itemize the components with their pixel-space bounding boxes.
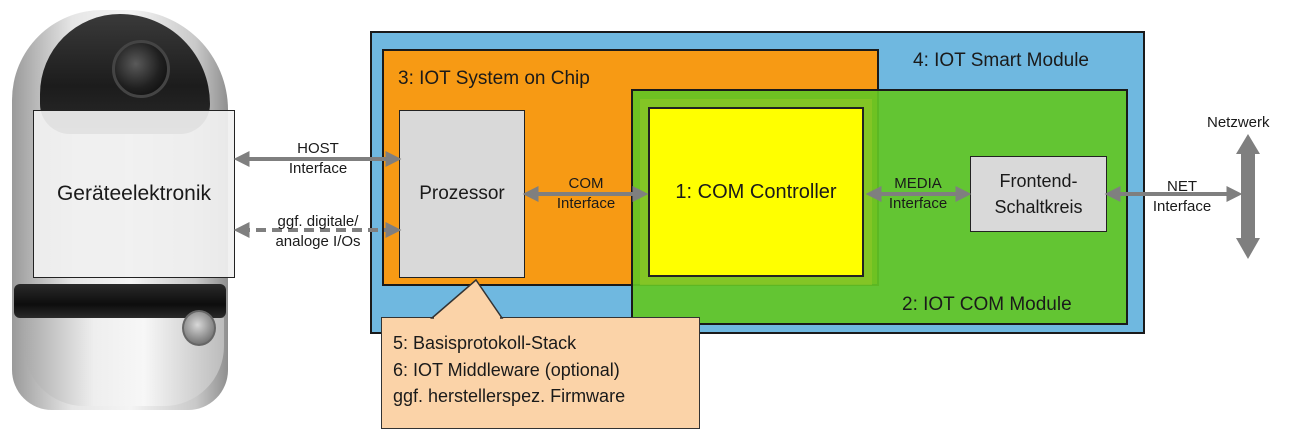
com-interface-line2: Interface — [556, 195, 616, 212]
com-interface-line1: COM — [568, 175, 604, 192]
net-interface-line1: NET — [1167, 178, 1197, 195]
frontend-label-line1: Frontend- — [999, 171, 1078, 191]
network-bus-arrow — [1236, 134, 1260, 259]
net-interface-label: NET Interface — [1140, 177, 1224, 217]
media-interface-label: MEDIA Interface — [876, 174, 960, 214]
processor-box: Prozessor — [399, 110, 525, 278]
callout-line-3: ggf. herstellerspez. Firmware — [393, 386, 626, 406]
device-electronics-label: Geräteelektronik — [56, 182, 212, 205]
system-on-chip-label: 3: IOT System on Chip — [398, 68, 590, 89]
io-interface-label: ggf. digitale/ analoge I/Os — [253, 212, 383, 252]
network-label: Netzwerk — [1207, 114, 1270, 131]
software-callout-text: 5: Basisprotokoll-Stack 6: IOT Middlewar… — [393, 330, 625, 410]
camera-knob — [182, 310, 216, 346]
callout-line-2: 6: IOT Middleware (optional) — [393, 359, 620, 380]
media-interface-line1: MEDIA — [894, 175, 942, 192]
callout-pointer — [430, 278, 504, 320]
media-interface-line2: Interface — [888, 195, 948, 212]
camera-lens — [112, 40, 170, 98]
host-interface-line1: HOST — [297, 140, 339, 157]
software-callout-box — [381, 317, 700, 429]
callout-line-1: 5: Basisprotokoll-Stack — [393, 333, 577, 353]
frontend-label-line2: Schaltkreis — [994, 197, 1083, 217]
io-interface-line2: analoge I/Os — [275, 233, 361, 250]
host-interface-label: HOST Interface — [268, 139, 368, 179]
device-electronics-box: Geräteelektronik — [33, 110, 235, 278]
com-module-label: 2: IOT COM Module — [902, 294, 1072, 315]
io-interface-line1: ggf. digitale/ — [277, 213, 359, 230]
processor-label: Prozessor — [419, 183, 505, 204]
net-interface-line2: Interface — [1152, 198, 1212, 215]
com-controller-label: 1: COM Controller — [675, 180, 837, 203]
com-controller-box: 1: COM Controller — [648, 107, 864, 277]
smart-module-label: 4: IOT Smart Module — [913, 50, 1089, 71]
host-interface-line2: Interface — [288, 160, 348, 177]
com-interface-label: COM Interface — [546, 174, 626, 214]
